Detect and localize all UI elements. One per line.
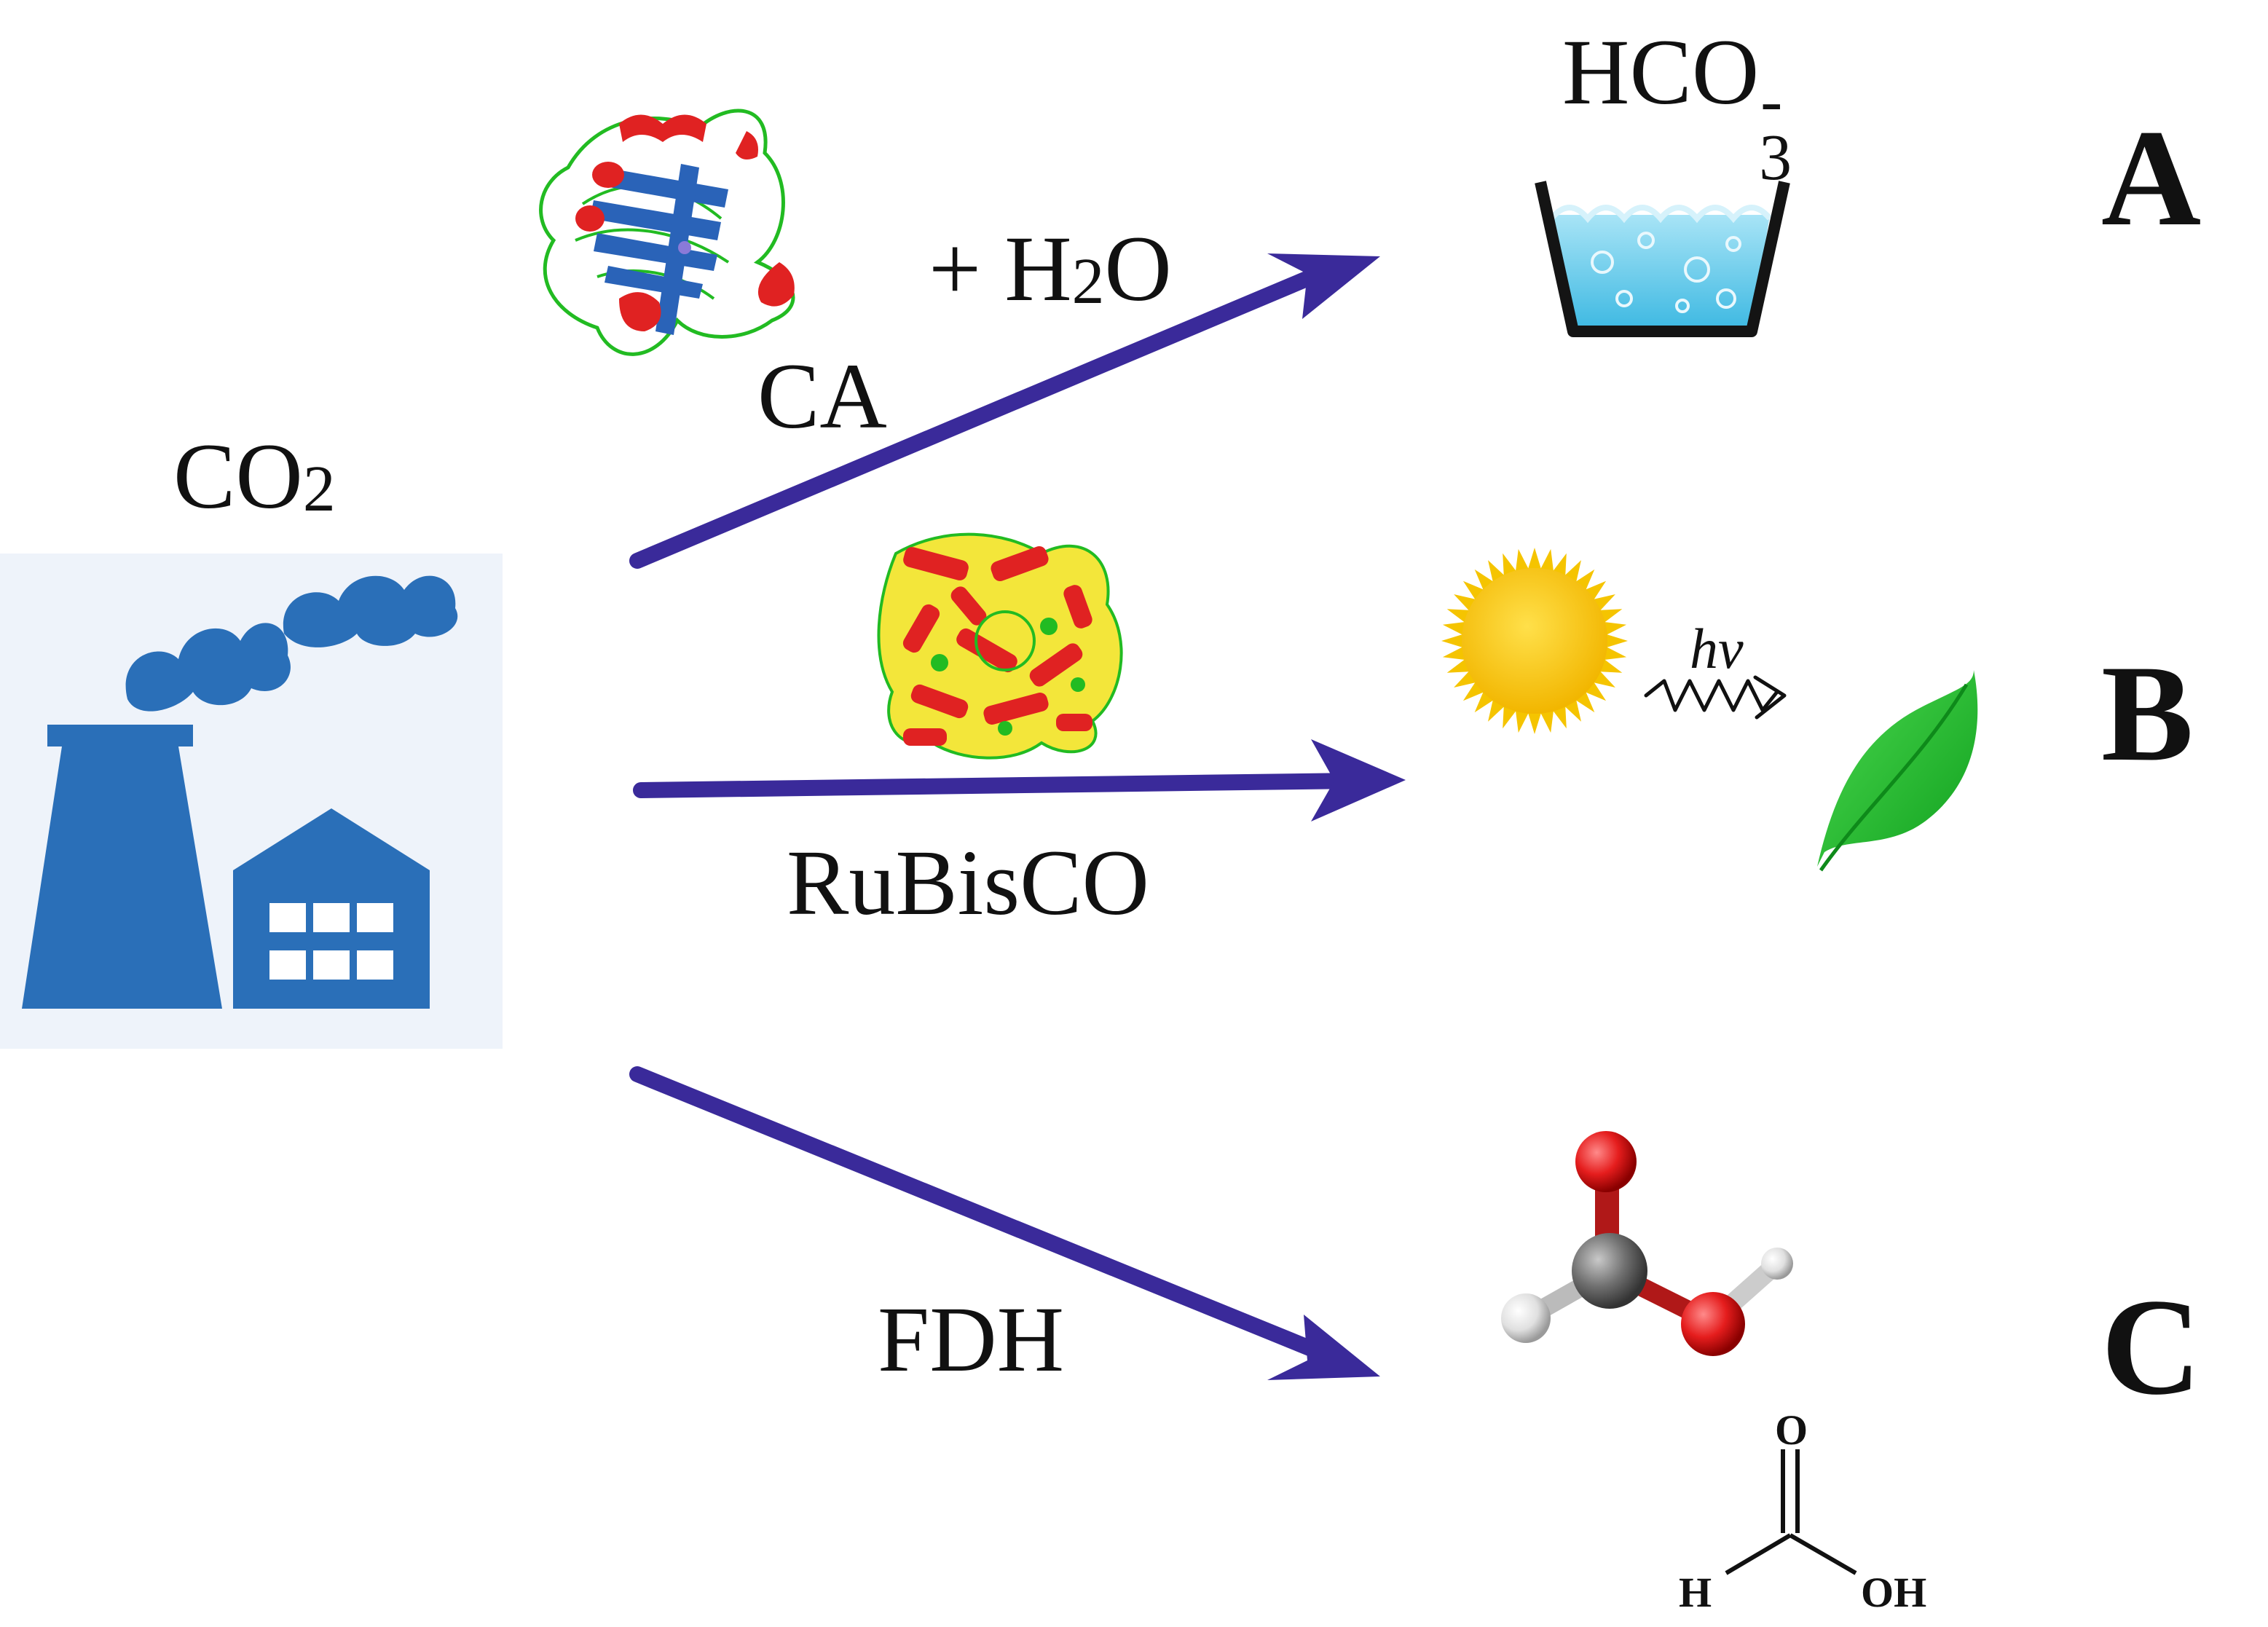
- water-reactant-label: + H2O: [929, 222, 1172, 315]
- formic-acid-structure-icon: [1725, 1449, 1857, 1575]
- panel-label-b: B: [2101, 637, 2194, 790]
- formic-acid-hydroxyl-label: OH: [1861, 1569, 1927, 1616]
- arrow-to-b: [633, 773, 1363, 798]
- bicarbonate-label-main: HCO: [1562, 20, 1760, 124]
- water-basin-icon: [1535, 181, 1790, 337]
- smoke-cloud-right: [283, 575, 458, 647]
- bicarbonate-label-charge: -: [1760, 65, 1783, 137]
- bicarbonate-label: HCO-3: [1562, 25, 1795, 190]
- co2-label-main: CO: [173, 425, 303, 528]
- co2-label: CO2: [173, 430, 336, 523]
- smoke-cloud-left: [125, 623, 291, 712]
- arrowhead-a: [1267, 253, 1380, 319]
- sun-icon: [1441, 548, 1628, 734]
- bicarbonate-label-subscript: 3: [1759, 122, 1792, 194]
- panel-label-c: C: [2101, 1271, 2202, 1424]
- photon-hv-label: hν: [1690, 617, 1744, 680]
- leaf-icon: [1817, 670, 1978, 872]
- rubisco-enzyme-label: RuBisCO: [787, 831, 1149, 934]
- formic-acid-hydrogen-label: H: [1679, 1569, 1712, 1616]
- arrow-to-c: [629, 1066, 1334, 1363]
- arrowhead-b: [1311, 739, 1406, 822]
- factory-icon: [0, 554, 503, 1049]
- panel-label-a: A: [2101, 102, 2202, 255]
- water-label-tail: O: [1104, 217, 1172, 320]
- factory-windows: [269, 903, 393, 980]
- co2-label-subscript: 2: [302, 453, 336, 526]
- carbonic-anhydrase-structure-icon: [539, 109, 795, 356]
- water-label-subscript: 2: [1071, 245, 1105, 318]
- water-label-main: + H: [929, 217, 1072, 320]
- light-wave-arrow-icon: [1644, 675, 1787, 720]
- formic-acid-3d-model-icon: [1501, 1131, 1793, 1356]
- formic-acid-oxygen-label: O: [1775, 1406, 1808, 1454]
- cooling-tower: [22, 725, 222, 1009]
- arrow-to-a: [629, 263, 1334, 569]
- ca-enzyme-label: CA: [757, 344, 887, 448]
- fdh-enzyme-label: FDH: [878, 1288, 1065, 1391]
- rubisco-structure-icon: [877, 532, 1123, 760]
- arrowhead-c: [1267, 1315, 1380, 1380]
